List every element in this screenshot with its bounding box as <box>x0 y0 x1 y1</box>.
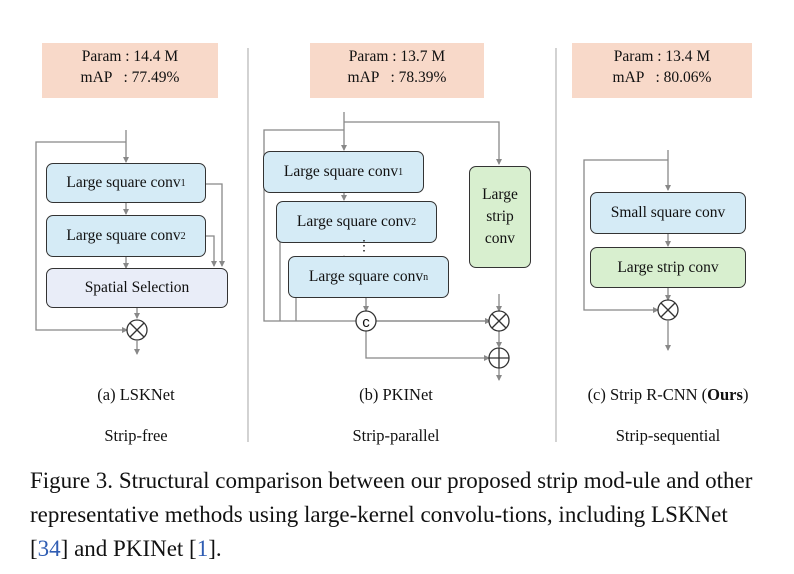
block-subscript: 2 <box>180 230 186 242</box>
panel-caption-strip-rcnn: (c) Strip R-CNN (Ours) <box>560 385 776 405</box>
block-spatial-selection: Spatial Selection <box>46 268 228 308</box>
block-label: Large square conv <box>283 163 399 180</box>
param-label: Param : 13.7 M <box>348 48 446 65</box>
panel-category-lsknet: Strip-free <box>104 426 168 445</box>
block-small-square-conv: Small square conv <box>590 192 746 234</box>
block-label: conv <box>484 230 516 247</box>
block-label: Large <box>482 186 518 203</box>
concat-label: c <box>362 314 370 331</box>
param-label: Param : 13.4 M <box>613 48 711 65</box>
panel-caption-lsknet: (a) LSKNet <box>97 385 175 404</box>
multiply-icon <box>488 310 510 332</box>
citation-link[interactable]: 1 <box>196 536 209 561</box>
figure-caption: Figure 3. Structural comparison between … <box>30 464 770 566</box>
block-subscript: 1 <box>398 166 404 178</box>
citation-link[interactable]: 34 <box>37 536 61 561</box>
block-label: Large square conv <box>66 227 181 244</box>
block-label: Spatial Selection <box>84 279 190 296</box>
figure-caption-text: Structural comparison between our propos… <box>30 468 753 561</box>
block-subscript: 1 <box>180 177 186 189</box>
block-label: Large square conv <box>296 213 412 230</box>
figure-label: Figure 3. <box>30 468 114 493</box>
block-subscript: n <box>423 271 429 283</box>
add-icon <box>488 347 510 369</box>
block-subscript: 2 <box>411 216 417 228</box>
block-label: Small square conv <box>610 204 726 221</box>
block-label: Large square conv <box>308 268 424 285</box>
block-label: strip <box>486 208 514 225</box>
param-label: Param : 14.4 M <box>81 48 179 65</box>
ellipsis-dots: ⋮ <box>357 239 371 254</box>
caption-bold: Ours <box>707 385 743 404</box>
figure-caption-text: ] and PKINet [ <box>60 536 197 561</box>
panel-category-strip-rcnn: Strip-sequential <box>615 426 721 445</box>
stats-box-pkinet: Param : 13.7 M mAP : 78.39% <box>310 43 484 98</box>
stats-box-lsknet: Param : 14.4 M mAP : 77.49% <box>42 43 218 98</box>
block-label: Large strip conv <box>617 258 719 276</box>
concat-icon <box>355 310 377 332</box>
map-label: mAP : 78.39% <box>347 69 447 86</box>
figure-caption-text: ]. <box>208 536 222 561</box>
caption-text: (c) Strip R-CNN ( <box>587 385 708 404</box>
block-large-strip-conv: Large strip conv <box>469 166 531 268</box>
architecture-diagram: c Param : 14.4 M mAP : 77.49% Large squa… <box>35 43 776 445</box>
connector-lines: c <box>35 48 679 442</box>
caption-text: ) <box>742 385 749 404</box>
map-label: mAP : 80.06% <box>612 69 712 86</box>
stats-box-strip-rcnn: Param : 13.4 M mAP : 80.06% <box>572 43 752 98</box>
panel-caption-pkinet: (b) PKINet <box>359 385 433 404</box>
multiply-icon <box>657 299 679 321</box>
block-label: Large square conv <box>66 174 181 191</box>
multiply-icon <box>126 319 148 341</box>
map-label: mAP : 77.49% <box>80 69 180 86</box>
block-large-strip-conv: Large strip conv <box>590 247 746 288</box>
panel-category-pkinet: Strip-parallel <box>352 426 440 445</box>
